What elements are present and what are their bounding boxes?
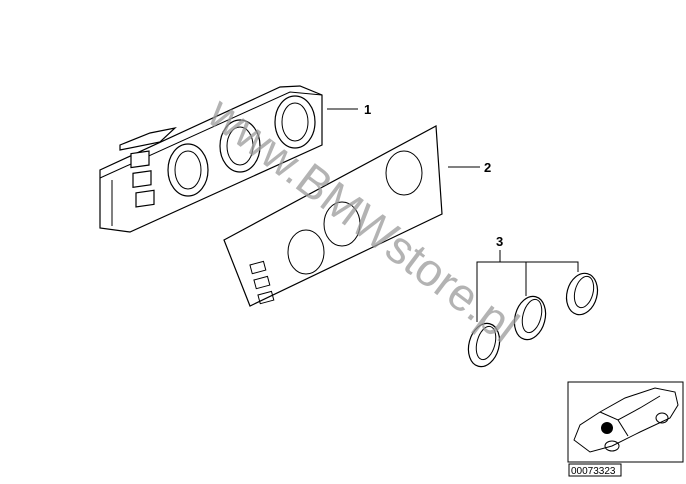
control-unit-part-1[interactable] — [99, 85, 323, 233]
diagram-code: 00073323 — [571, 466, 616, 477]
callout-2: 2 — [484, 160, 491, 175]
vehicle-location-inset: 00073323 — [567, 381, 684, 477]
trim-panel-part-2[interactable] — [223, 125, 443, 307]
callout-3: 3 — [496, 234, 503, 249]
watermark: www.BMWstore.pl — [198, 86, 528, 353]
location-marker-icon — [601, 422, 613, 434]
car-outline-icon — [573, 387, 679, 453]
leader-lines — [327, 108, 579, 322]
knobs-part-3[interactable] — [464, 270, 602, 370]
control-unit-buttons — [130, 150, 155, 208]
control-unit-knobs — [167, 95, 316, 197]
callout-1: 1 — [364, 102, 371, 117]
